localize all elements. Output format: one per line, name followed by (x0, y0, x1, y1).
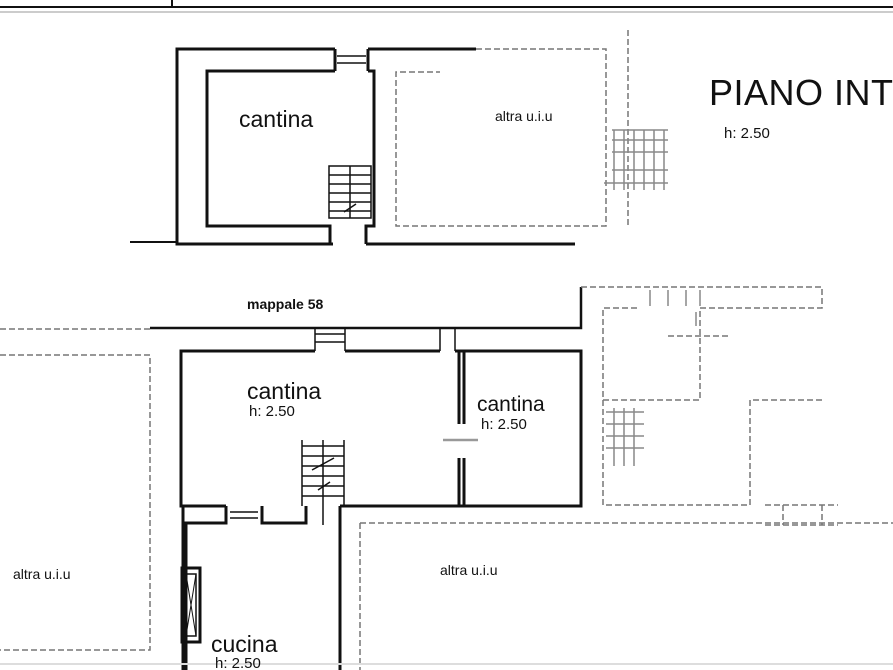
plan-title: PIANO INT (709, 72, 893, 113)
room-height-lower-cantina-right: h: 2.50 (481, 416, 527, 433)
other-unit-label-upper: altra u.i.u (495, 108, 553, 124)
room-height-cucina: h: 2.50 (215, 655, 261, 670)
parcel-boundary (150, 287, 583, 330)
lower-door-openings (230, 328, 478, 519)
right-dashed-structures (0, 286, 893, 670)
upper-door-opening (337, 55, 366, 64)
room-name-cucina: cucina (211, 631, 278, 657)
upper-other-unit-outline (395, 30, 629, 227)
right-small-stair (606, 290, 701, 466)
room-name-lower-cantina-right: cantina (477, 393, 545, 416)
top-edge-lines (0, 0, 893, 13)
room-height-lower-cantina-left: h: 2.50 (249, 403, 295, 420)
lower-staircase (301, 440, 345, 525)
upper-cantina-walls (130, 47, 575, 246)
parcel-label: mappale 58 (247, 296, 324, 312)
cucina-window (180, 566, 202, 644)
other-unit-label-left: altra u.i.u (13, 566, 71, 582)
room-name-lower-cantina-left: cantina (247, 378, 322, 404)
room-name-upper-cantina: cantina (239, 106, 314, 132)
upper-staircase (328, 165, 372, 219)
other-unit-label-bottom: altra u.i.u (440, 562, 498, 578)
plan-title-height: h: 2.50 (724, 125, 770, 142)
upper-right-stair (604, 129, 668, 190)
